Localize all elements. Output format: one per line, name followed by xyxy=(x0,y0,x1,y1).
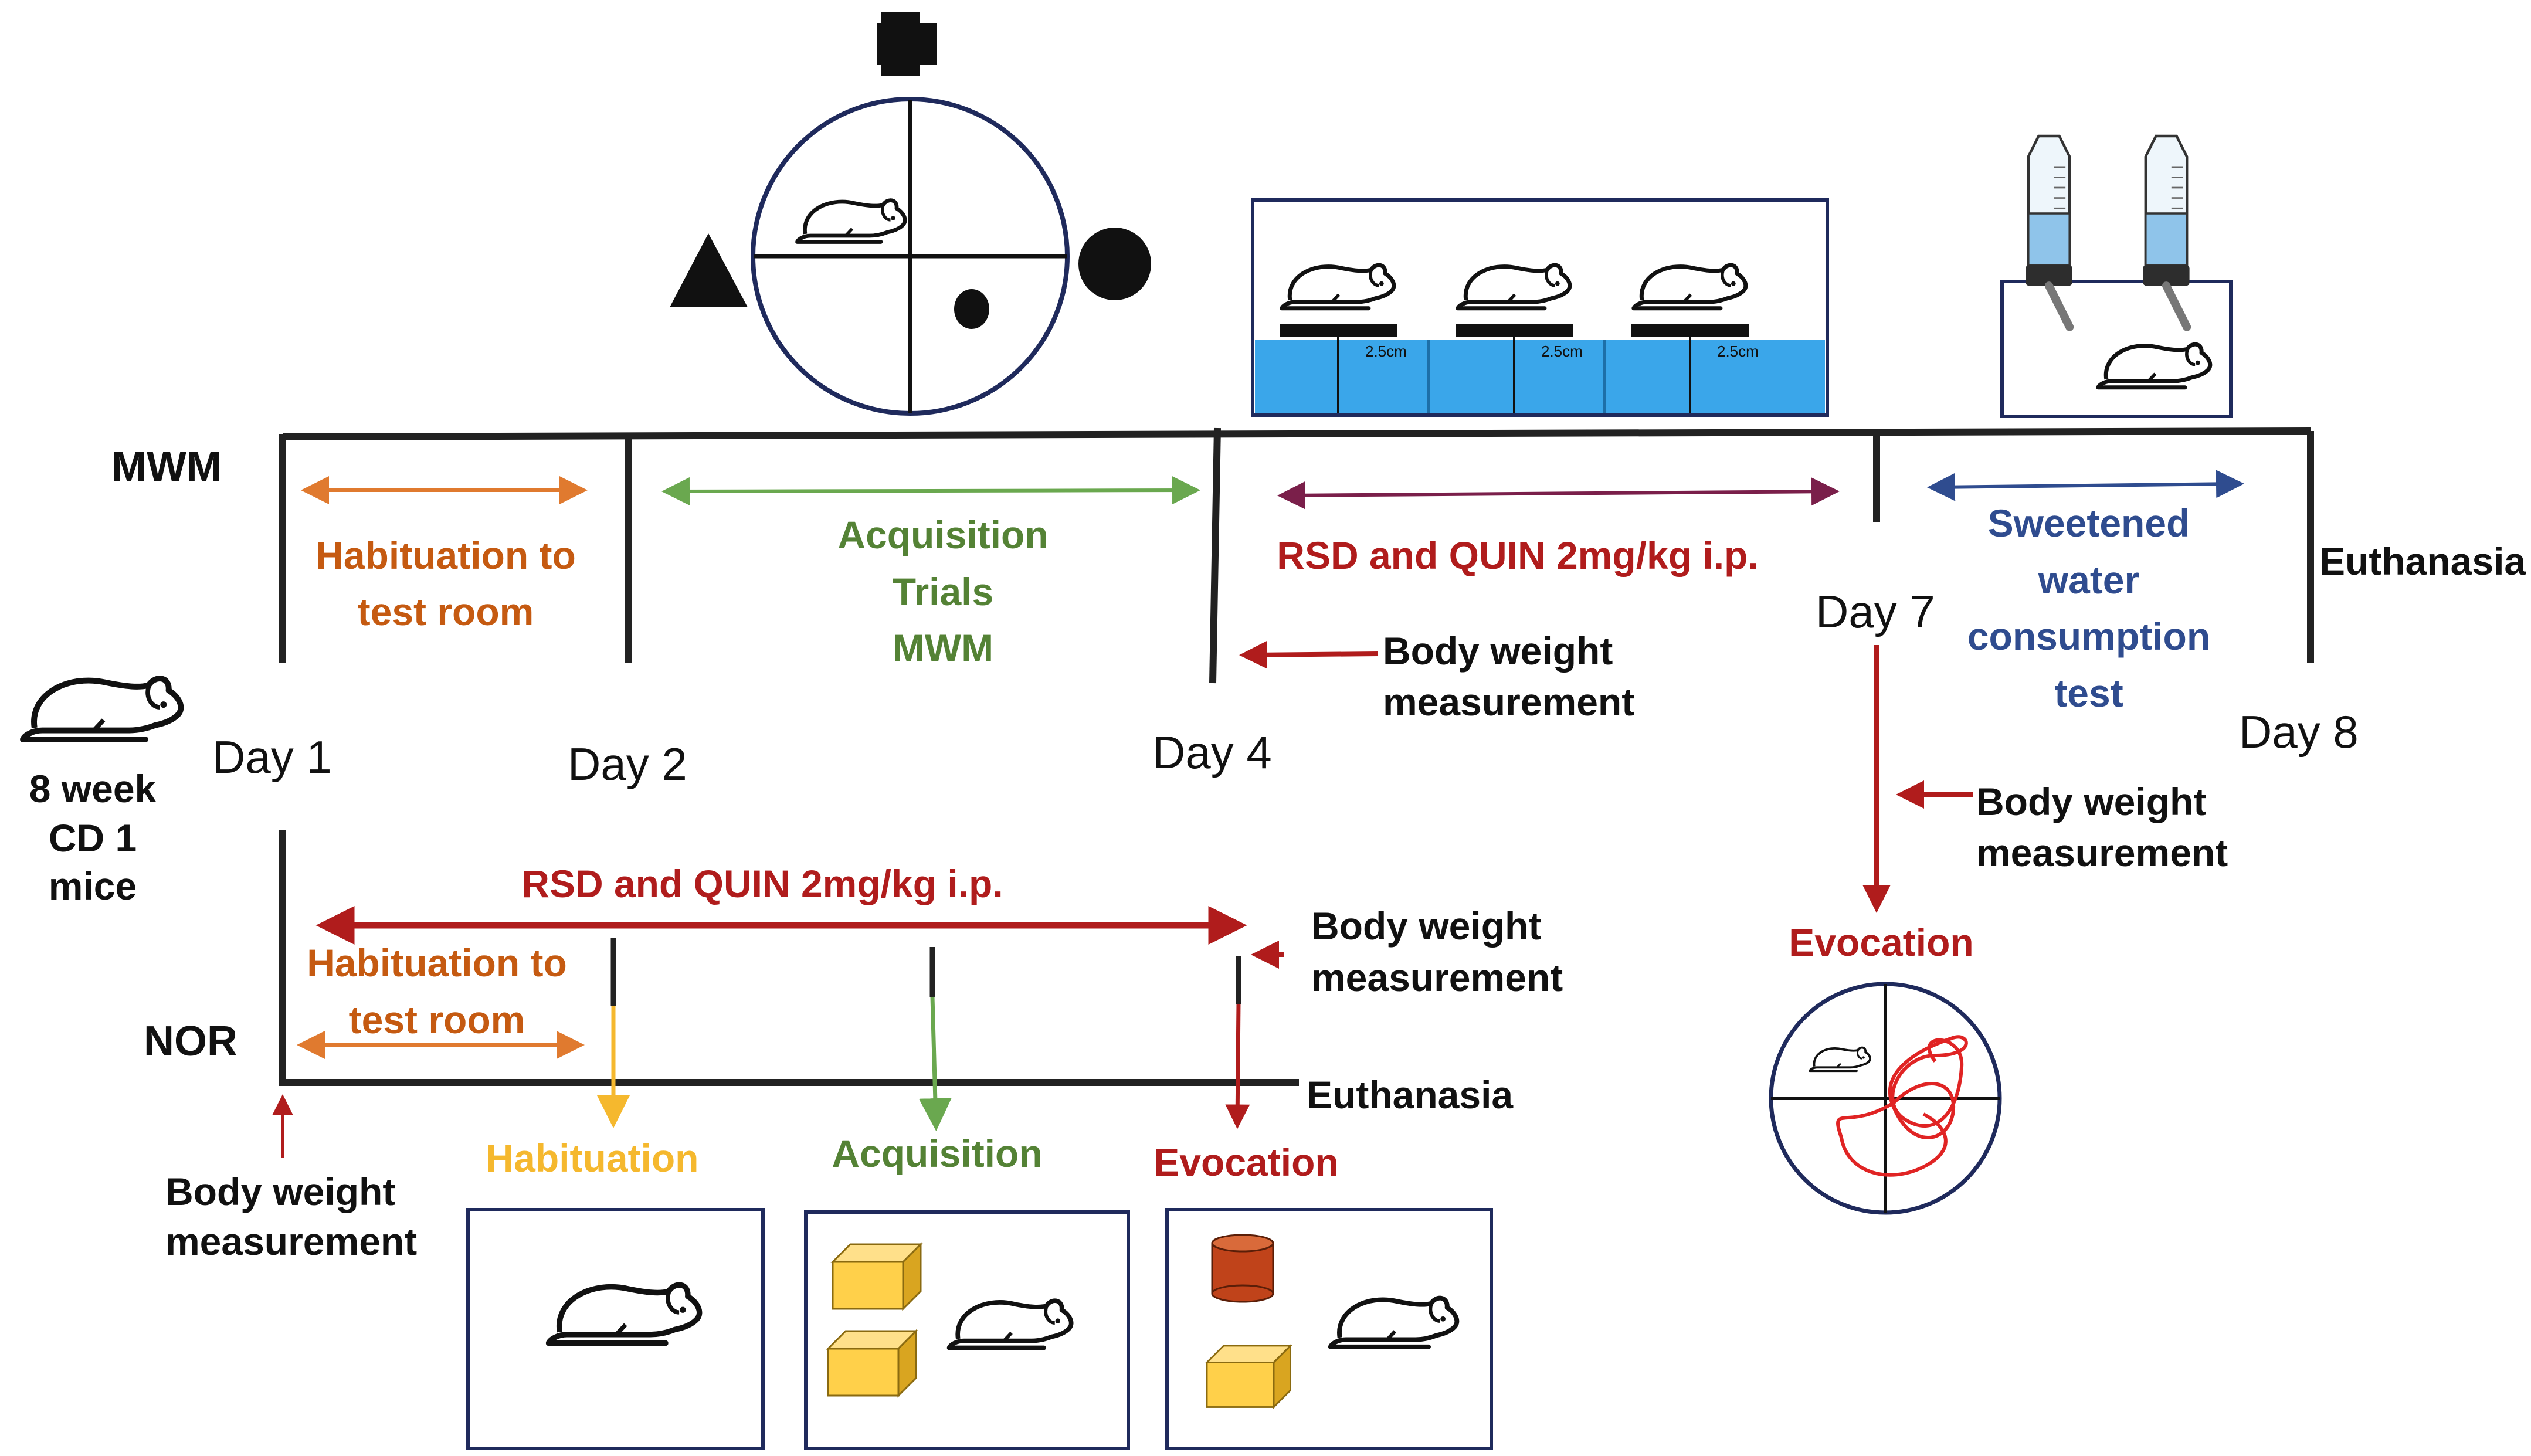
mwm-acquisition-line2: Trials xyxy=(893,570,993,613)
mouse-icon xyxy=(23,678,181,739)
stage-acquisition-label: Acquisition xyxy=(832,1132,1042,1175)
sweet-water-line2: water xyxy=(2038,558,2139,602)
cube-object-icon xyxy=(832,1243,922,1310)
bw-day4-line1: Body weight xyxy=(1383,629,1613,673)
acquisition-arena xyxy=(804,1210,1130,1450)
nor-habituation-line1: Habituation to xyxy=(307,941,567,985)
sweet-water-line1: Sweetened xyxy=(1988,501,2190,545)
scale-label-2: 2.5cm xyxy=(1541,342,1583,360)
habituation-arena xyxy=(466,1208,765,1450)
mwm-habituation-line1: Habituation to xyxy=(315,534,576,577)
mice-info: 8 week CD 1 mice xyxy=(23,678,181,908)
nor-bw-start-line2: measurement xyxy=(165,1220,417,1263)
sweet-water-line4: test xyxy=(2054,671,2123,715)
sweet-water-cage-illustration xyxy=(2000,136,2233,418)
water-maze-illustration xyxy=(670,12,1151,416)
nor-rsd-quin-label: RSD and QUIN 2mg/kg i.p. xyxy=(521,862,1003,905)
nor-label: NOR xyxy=(144,1018,238,1065)
mwm-label: MWM xyxy=(111,443,222,490)
cylinder-object-icon xyxy=(1211,1234,1274,1303)
circle-cue-icon xyxy=(1078,228,1151,300)
triangle-cue-icon xyxy=(670,233,748,307)
mwm-acquisition-line3: MWM xyxy=(893,626,993,670)
sweet-water-line3: consumption xyxy=(1967,615,2210,658)
euthanasia-nor-label: Euthanasia xyxy=(1307,1073,1514,1116)
swim-path xyxy=(1836,1035,1968,1177)
day2-label: Day 2 xyxy=(568,738,687,790)
day1-label: Day 1 xyxy=(212,731,332,783)
nor-timeline: NOR RSD and QUIN 2mg/kg i.p. Habituation… xyxy=(144,830,1563,1450)
cross-cue-icon xyxy=(877,12,937,76)
mwm-timeline: MWM Habituation to test room Acquisition… xyxy=(111,427,2526,1215)
nor-habituation-line2: test room xyxy=(349,998,525,1041)
cube-object-icon xyxy=(1206,1345,1291,1408)
evocation-arena xyxy=(1165,1208,1493,1450)
mwm-acquisition-line1: Acquisition xyxy=(837,513,1048,556)
mice-line2: CD 1 xyxy=(49,816,137,860)
mwm-rsd-quin-label: RSD and QUIN 2mg/kg i.p. xyxy=(1277,534,1758,577)
bw-day4-line2: measurement xyxy=(1383,680,1634,724)
nor-bw-right-line2: measurement xyxy=(1311,956,1563,999)
mice-line1: 8 week xyxy=(29,767,157,810)
mice-line3: mice xyxy=(49,864,137,908)
scale-label-3: 2.5cm xyxy=(1717,342,1759,360)
euthanasia-mwm-label: Euthanasia xyxy=(2319,539,2526,583)
day8-label: Day 8 xyxy=(2239,706,2359,758)
hidden-platform xyxy=(954,289,989,329)
bw-day7-line2: measurement xyxy=(1976,831,2228,874)
cube-object-icon xyxy=(827,1330,917,1397)
bw-day7-line1: Body weight xyxy=(1976,780,2206,823)
nor-bw-right-line1: Body weight xyxy=(1311,904,1541,948)
day7-label: Day 7 xyxy=(1816,586,1935,637)
nor-bw-start-line1: Body weight xyxy=(165,1170,395,1213)
probe-trial-maze xyxy=(1769,982,2002,1215)
mwm-habituation-line2: test room xyxy=(358,590,534,633)
rsd-tank-illustration: 2.5cm 2.5cm 2.5cm xyxy=(1251,198,1829,417)
scale-label-1: 2.5cm xyxy=(1365,342,1407,360)
mwm-evocation-label: Evocation xyxy=(1789,921,1973,964)
day4-label: Day 4 xyxy=(1152,727,1272,778)
stage-evocation-label: Evocation xyxy=(1153,1141,1338,1184)
stage-habituation-label: Habituation xyxy=(486,1136,699,1180)
